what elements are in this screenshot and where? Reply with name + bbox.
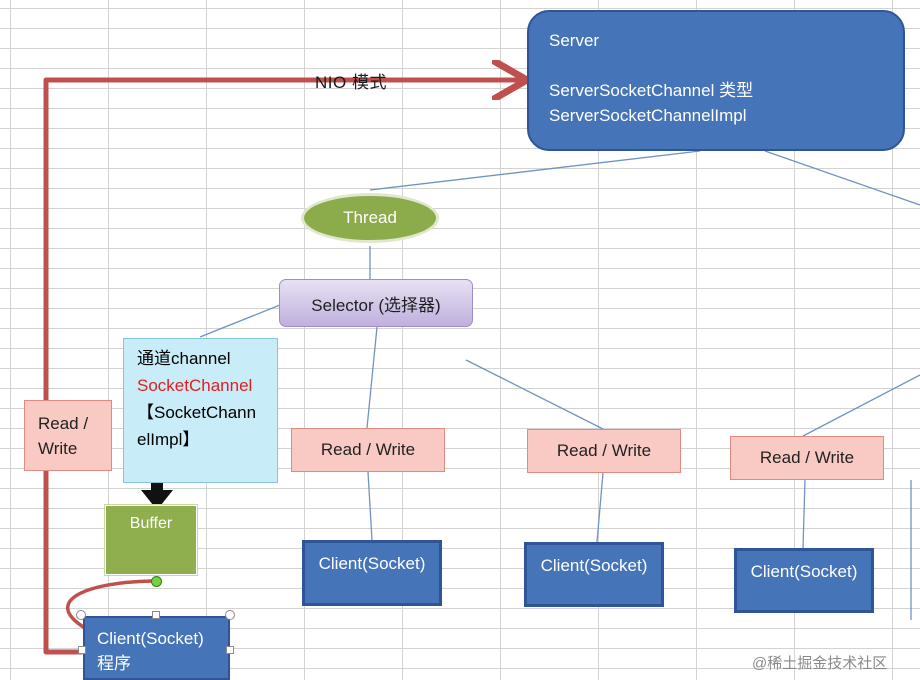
client-program-line2: 程序 — [97, 654, 131, 673]
line-selector-channel — [199, 304, 281, 338]
selection-handle-top-left[interactable] — [76, 610, 86, 620]
server-title: Server — [549, 31, 600, 50]
server-channel-impl: ServerSocketChannelImpl — [549, 106, 747, 125]
selector-node: Selector (选择器) — [279, 279, 473, 327]
read-write-2: Read / Write — [527, 429, 681, 473]
channel-impl-line1: 【SocketChann — [137, 403, 257, 422]
line-rw2-client2 — [596, 472, 604, 543]
client-buffer-curve — [66, 579, 153, 630]
client-socket-1-label: Client(Socket) — [318, 554, 426, 573]
selector-label: Selector (选择器) — [311, 295, 441, 315]
read-write-1: Read / Write — [291, 428, 445, 472]
read-write-left: Read / Write — [24, 400, 112, 471]
line-server-right — [764, 150, 920, 206]
client-socket-2-label: Client(Socket) — [540, 556, 648, 575]
channel-box: 通道channel SocketChannel 【SocketChann elI… — [123, 338, 278, 483]
rotation-handle[interactable] — [151, 576, 162, 587]
nio-mode-label: NIO 模式 — [315, 73, 387, 92]
client-socket-1: Client(Socket) — [302, 540, 442, 606]
channel-impl-line2: elImpl】 — [137, 430, 200, 449]
server-box: Server ServerSocketChannel 类型 ServerSock… — [527, 10, 905, 151]
thread-node: Thread — [301, 193, 439, 243]
selection-handle-right-mid[interactable] — [226, 646, 234, 654]
client-socket-2: Client(Socket) — [524, 542, 664, 607]
read-write-left-line2: Write — [38, 438, 78, 458]
line-server-thread — [369, 150, 701, 191]
line-selector-rw1 — [366, 326, 378, 429]
line-rw1-client1 — [367, 471, 373, 541]
server-channel-type: ServerSocketChannel 类型 — [549, 81, 754, 100]
buffer-box: Buffer — [105, 505, 197, 575]
line-right-rw3 — [802, 374, 920, 437]
read-write-1-label: Read / Write — [320, 440, 416, 459]
read-write-3: Read / Write — [730, 436, 884, 480]
nio-mode-arrow — [43, 80, 522, 655]
client-socket-3: Client(Socket) — [734, 548, 874, 613]
client-socket-3-label: Client(Socket) — [750, 562, 858, 581]
thread-label: Thread — [343, 208, 397, 227]
watermark-text: @稀土掘金技术社区 — [752, 655, 888, 672]
read-write-2-label: Read / Write — [556, 441, 652, 460]
client-program-line1: Client(Socket) — [97, 629, 204, 648]
read-write-3-label: Read / Write — [759, 448, 855, 467]
channel-title: 通道channel — [137, 349, 231, 368]
selection-handle-top-right[interactable] — [225, 610, 235, 620]
client-program-box[interactable]: Client(Socket) 程序 — [83, 616, 230, 680]
selection-handle-left-mid[interactable] — [78, 646, 86, 654]
selection-handle-top-mid[interactable] — [152, 611, 160, 619]
line-rw3-client3 — [802, 479, 806, 549]
read-write-left-line1: Read / — [38, 413, 89, 433]
line-selector-rw2 — [465, 359, 604, 430]
channel-socketchannel: SocketChannel — [137, 376, 253, 395]
buffer-label: Buffer — [129, 515, 173, 532]
